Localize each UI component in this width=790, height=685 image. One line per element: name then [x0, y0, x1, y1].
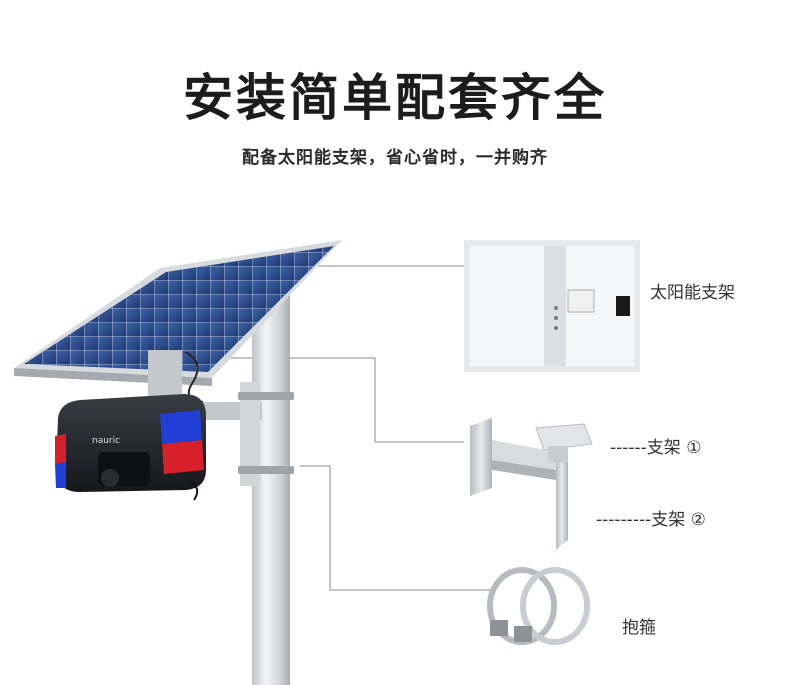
solar-panel-accessory — [464, 240, 640, 372]
connector-clamp — [300, 465, 490, 591]
label-bracket-1: ------支架 ① — [610, 438, 702, 458]
label-bracket-2: ---------支架 ② — [596, 510, 706, 530]
alarm-device — [55, 394, 206, 501]
clamp-accessory — [487, 567, 590, 645]
connector-lines — [210, 265, 490, 591]
page-subtitle: 配备太阳能支架，省心省时，一并购齐 — [242, 148, 548, 168]
label-clamp: 抱箍 — [622, 618, 656, 638]
device-brand: nauric — [92, 436, 120, 446]
connector-bracket-1 — [210, 357, 464, 443]
bracket-accessory — [470, 418, 593, 550]
page-title: 安装简单配套齐全 — [183, 69, 607, 127]
mounted-solar-panel — [14, 240, 342, 403]
label-solar-bracket: 太阳能支架 — [650, 283, 735, 303]
mounted-bracket — [190, 382, 294, 486]
